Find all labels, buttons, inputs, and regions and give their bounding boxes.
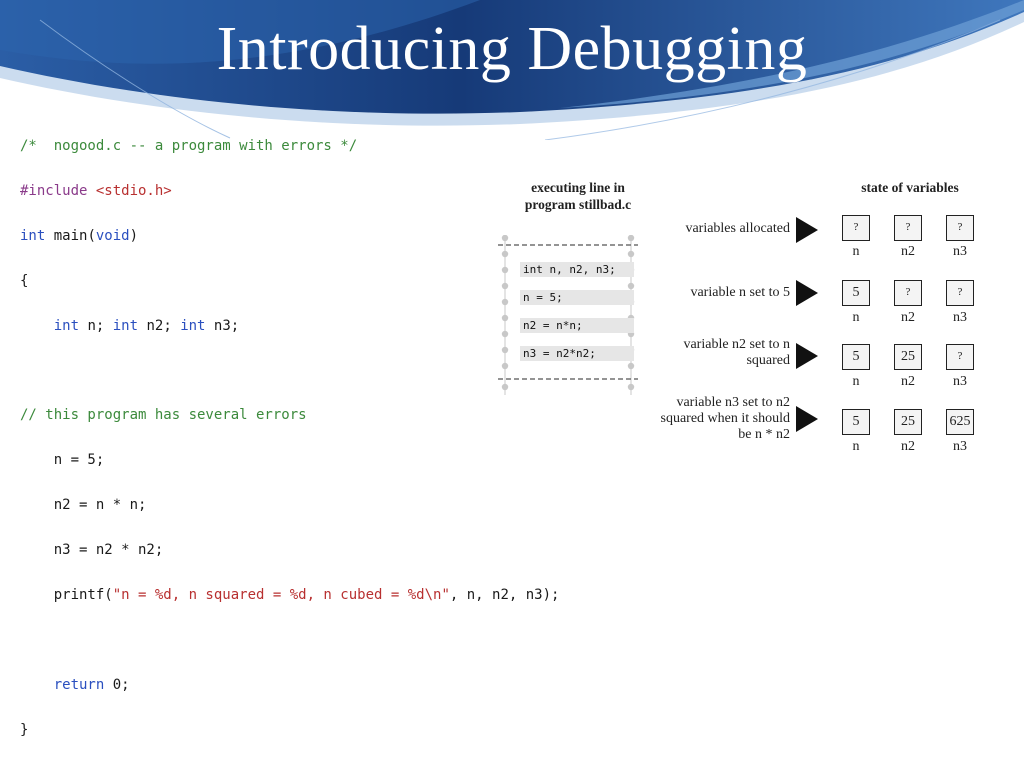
code-line: int main(void) xyxy=(20,227,138,245)
var-name-n2: n2 xyxy=(901,310,915,325)
var-name-n2: n2 xyxy=(901,244,915,259)
program-line-set-n2: n2 = n*n; xyxy=(520,318,634,333)
code-token xyxy=(20,677,54,693)
arrow-right-icon xyxy=(796,343,818,369)
var-name-n3: n3 xyxy=(953,374,967,389)
code-token: , n, n2, n3); xyxy=(449,587,560,603)
code-token: void xyxy=(95,228,130,244)
code-token: main( xyxy=(45,228,96,244)
arrow-right-icon xyxy=(796,280,818,306)
code-token: n3 = n2 * n2; xyxy=(20,542,164,558)
var-box-n2: ? xyxy=(894,215,922,241)
code-token: int xyxy=(180,318,206,334)
code-line: n2 = n * n; xyxy=(20,496,147,514)
var-box-n: ? xyxy=(842,215,870,241)
program-line-set-n3: n3 = n2*n2; xyxy=(520,346,634,361)
code-token: <stdio.h> xyxy=(95,183,172,199)
code-line: printf("n = %d, n squared = %d, n cubed … xyxy=(20,586,560,604)
code-line: { xyxy=(20,272,28,290)
var-box-n2: ? xyxy=(894,280,922,306)
program-line-declare: int n, n2, n3; xyxy=(520,262,634,277)
var-name-n: n xyxy=(852,310,860,325)
row-label-set-n3: variable n3 set to n2 squared when it sh… xyxy=(660,395,790,442)
code-token: int xyxy=(53,318,80,334)
var-name-n: n xyxy=(852,244,860,259)
code-token: int xyxy=(112,318,139,334)
code-token: n; xyxy=(79,318,113,334)
header-wave-graphic xyxy=(0,0,1024,140)
arrow-right-icon xyxy=(796,406,818,432)
var-name-n2: n2 xyxy=(901,374,915,389)
row-label-allocated: variables allocated xyxy=(685,221,790,236)
var-box-n: 5 xyxy=(842,409,870,435)
code-token: /* nogood.c -- a program with errors */ xyxy=(20,138,358,154)
code-token: #include xyxy=(20,183,96,199)
code-token: { xyxy=(20,273,29,289)
var-name-n: n xyxy=(852,439,860,454)
program-line-set-n: n = 5; xyxy=(520,290,634,305)
code-token: "n = %d, n squared = %d, n cubed = %d\n" xyxy=(112,587,450,603)
code-line: // this program has several errors xyxy=(20,406,307,424)
arrow-right-icon xyxy=(796,217,818,243)
var-box-n2: 25 xyxy=(894,409,922,435)
var-box-n3: ? xyxy=(946,280,974,306)
var-box-n: 5 xyxy=(842,344,870,370)
code-line: } xyxy=(20,721,28,739)
debugging-diagram: executing line in program stillbad.c sta… xyxy=(490,175,990,465)
var-name-n3: n3 xyxy=(953,244,967,259)
code-line: n3 = n2 * n2; xyxy=(20,541,164,559)
code-token: n2; xyxy=(138,318,181,334)
var-name-n: n xyxy=(852,374,860,389)
code-line: #include <stdio.h> xyxy=(20,182,172,200)
code-token: n2 = n * n; xyxy=(20,497,147,513)
var-box-n3: ? xyxy=(946,344,974,370)
code-line: /* nogood.c -- a program with errors */ xyxy=(20,137,357,155)
var-name-n3: n3 xyxy=(953,439,967,454)
var-box-n3: 625 xyxy=(946,409,974,435)
row-label-set-n: variable n set to 5 xyxy=(690,285,790,300)
code-token: 0; xyxy=(104,677,130,693)
row-label-set-n2: variable n2 set to n squared xyxy=(683,337,790,368)
code-token: } xyxy=(20,722,29,738)
var-name-n2: n2 xyxy=(901,439,915,454)
code-line: n = 5; xyxy=(20,451,105,469)
program-strip-frame xyxy=(498,235,638,395)
program-strip: int n, n2, n3; n = 5; n2 = n*n; n3 = n2*… xyxy=(498,235,638,395)
var-box-n2: 25 xyxy=(894,344,922,370)
var-box-n3: ? xyxy=(946,215,974,241)
var-box-n: 5 xyxy=(842,280,870,306)
executing-line-heading: executing line in program stillbad.c xyxy=(524,180,632,212)
code-token: int xyxy=(20,228,46,244)
slide-title: Introducing Debugging xyxy=(216,15,808,83)
header-banner: Introducing Debugging xyxy=(0,0,1024,140)
code-token xyxy=(20,318,54,334)
code-line: int n; int n2; int n3; xyxy=(20,317,239,335)
code-token: printf( xyxy=(20,587,113,603)
code-token: n = 5; xyxy=(20,452,105,468)
var-name-n3: n3 xyxy=(953,310,967,325)
code-token: n3; xyxy=(205,318,240,334)
code-line: return 0; xyxy=(20,676,130,694)
code-token: return xyxy=(53,677,105,693)
code-token: ) xyxy=(129,228,139,244)
code-token: // this program has several errors xyxy=(20,407,307,423)
state-of-variables-heading: state of variables xyxy=(861,180,959,195)
